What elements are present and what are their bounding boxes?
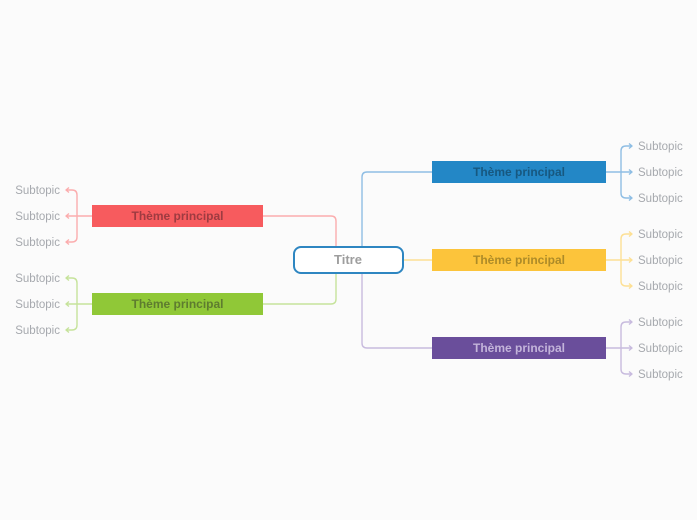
connector-green (65, 274, 337, 334)
central-topic-label: Titre (334, 252, 362, 267)
subtopic-green-3[interactable]: Subtopic (15, 325, 60, 337)
subtopic-yellow-1[interactable]: Subtopic (638, 229, 683, 241)
connector-blue (361, 142, 633, 246)
subtopic-purple-2[interactable]: Subtopic (638, 343, 683, 355)
main-topic-blue-label: Thème principal (473, 165, 565, 179)
branch-yellow: Thème principal Subtopic Subtopic Subtop… (403, 229, 683, 293)
subtopic-blue-1[interactable]: Subtopic (638, 141, 683, 153)
main-topic-green-box (92, 293, 263, 315)
connector-red (65, 186, 337, 246)
subtopic-green-2[interactable]: Subtopic (15, 299, 60, 311)
subtopic-red-1[interactable]: Subtopic (15, 185, 60, 197)
main-topic-red-label: Thème principal (131, 209, 223, 223)
connector-purple (361, 274, 633, 378)
connector-yellow (403, 230, 633, 290)
central-topic[interactable]: Titre (293, 246, 404, 274)
branch-red: Thème principal Subtopic Subtopic Subtop… (15, 185, 337, 249)
main-topic-blue[interactable]: Thème principal (432, 161, 606, 183)
main-topic-purple-box (432, 337, 606, 359)
main-topic-yellow-label: Thème principal (473, 253, 565, 267)
subtopic-blue-2[interactable]: Subtopic (638, 167, 683, 179)
main-topic-yellow[interactable]: Thème principal (432, 249, 606, 271)
subtopic-yellow-3[interactable]: Subtopic (638, 281, 683, 293)
central-topic-box (293, 246, 404, 274)
subtopic-green-1[interactable]: Subtopic (15, 273, 60, 285)
main-topic-green-label: Thème principal (131, 297, 223, 311)
main-topic-green[interactable]: Thème principal (92, 293, 263, 315)
branch-purple: Thème principal Subtopic Subtopic Subtop… (361, 274, 683, 381)
main-topic-yellow-box (432, 249, 606, 271)
subtopic-blue-3[interactable]: Subtopic (638, 193, 683, 205)
main-topic-red[interactable]: Thème principal (92, 205, 263, 227)
main-topic-blue-box (432, 161, 606, 183)
main-topic-purple-label: Thème principal (473, 341, 565, 355)
main-topic-purple[interactable]: Thème principal (432, 337, 606, 359)
subtopic-purple-3[interactable]: Subtopic (638, 369, 683, 381)
subtopic-red-3[interactable]: Subtopic (15, 237, 60, 249)
subtopic-yellow-2[interactable]: Subtopic (638, 255, 683, 267)
subtopic-red-2[interactable]: Subtopic (15, 211, 60, 223)
branch-green: Thème principal Subtopic Subtopic Subtop… (15, 273, 337, 337)
subtopic-purple-1[interactable]: Subtopic (638, 317, 683, 329)
branch-blue: Thème principal Subtopic Subtopic Subtop… (361, 141, 683, 246)
main-topic-red-box (92, 205, 263, 227)
